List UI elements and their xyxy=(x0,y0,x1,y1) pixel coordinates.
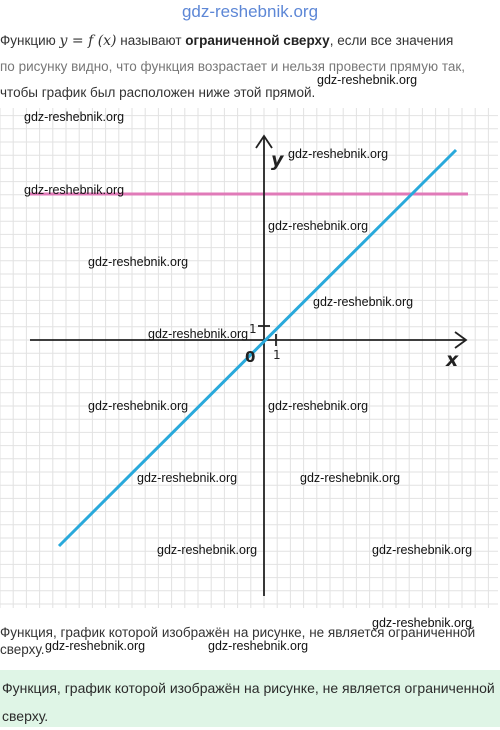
y-axis-arrow xyxy=(255,134,273,149)
y-unit-label: 1 xyxy=(249,322,257,336)
watermark: gdz-reshebnik.org xyxy=(372,616,473,630)
function-line xyxy=(57,148,458,548)
grid xyxy=(0,108,498,608)
watermark: gdz-reshebnik.org xyxy=(88,399,189,413)
watermark: gdz-reshebnik.org xyxy=(208,639,309,653)
watermark: gdz-reshebnik.org xyxy=(24,110,125,124)
origin-label: 0 xyxy=(245,348,255,366)
watermark: gdz-reshebnik.org xyxy=(45,639,146,653)
y-axis-label: y xyxy=(271,149,285,171)
watermark: gdz-reshebnik.org xyxy=(148,327,249,341)
intro-line-1: Функцию y = f (x) называют ограниченной … xyxy=(0,28,498,54)
intro-text: Функцию y = f (x) называют ограниченной … xyxy=(0,28,498,106)
caption: Функция, график которой изображён на рис… xyxy=(0,625,476,657)
watermark: gdz-reshebnik.org xyxy=(288,147,389,161)
graph-svg: y x 0 1 1 xyxy=(0,108,498,608)
function-graph: y x 0 1 1 xyxy=(0,108,498,608)
watermark: gdz-reshebnik.org xyxy=(317,73,418,87)
watermark: gdz-reshebnik.org xyxy=(372,543,473,557)
intro-line-2: по рисунку видно, что функция возрастает… xyxy=(0,59,466,74)
x-axis-arrow xyxy=(454,331,468,349)
watermark: gdz-reshebnik.org xyxy=(157,543,258,557)
watermark: gdz-reshebnik.org xyxy=(88,255,189,269)
watermark: gdz-reshebnik.org xyxy=(300,471,401,485)
bold-term: ограниченной сверху xyxy=(185,33,330,48)
watermark: gdz-reshebnik.org xyxy=(268,399,369,413)
watermark: gdz-reshebnik.org xyxy=(313,295,414,309)
intro-line-3: чтобы график был расположен ниже этой пр… xyxy=(0,85,316,100)
formula: y = f (x) xyxy=(59,33,117,49)
watermark: gdz-reshebnik.org xyxy=(268,219,369,233)
answer-box: Функция, график которой изображён на рис… xyxy=(0,670,500,727)
intro-text-mid: называют xyxy=(116,33,186,48)
site-banner: gdz-reshebnik.org xyxy=(181,2,319,21)
intro-text-after: , если все значения xyxy=(329,33,454,48)
intro-text-before: Функцию xyxy=(0,33,60,48)
x-axis-label: x xyxy=(445,349,459,371)
watermark: gdz-reshebnik.org xyxy=(137,471,238,485)
watermark: gdz-reshebnik.org xyxy=(24,183,125,197)
x-unit-label: 1 xyxy=(273,348,281,362)
